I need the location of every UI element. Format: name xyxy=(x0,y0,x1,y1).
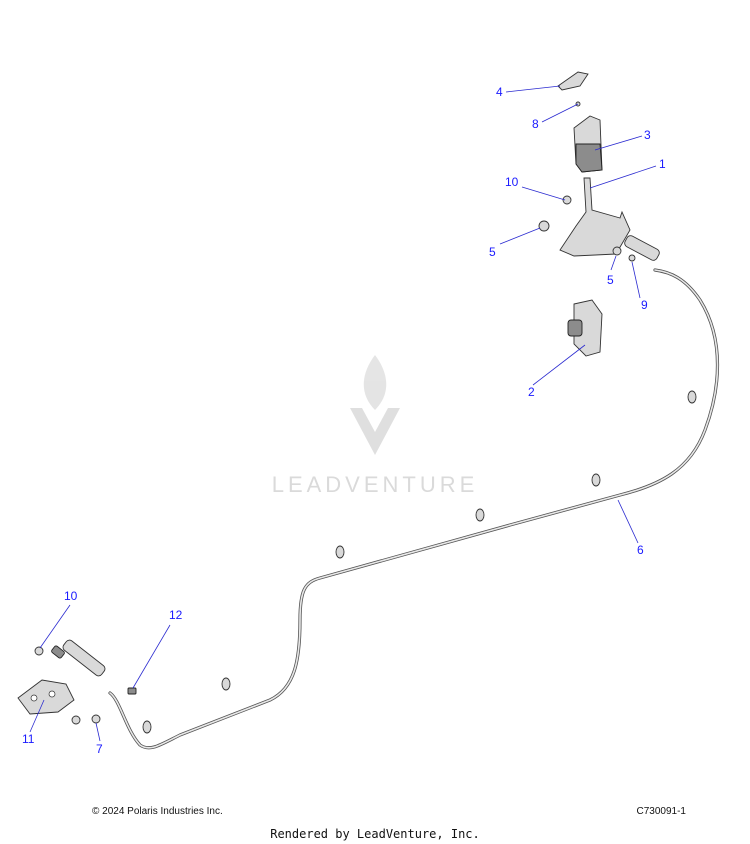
nut-7-b xyxy=(91,714,101,724)
watermark-text: LEADVENTURE xyxy=(272,472,479,497)
cable-clip xyxy=(687,390,697,404)
clip-9 xyxy=(628,254,636,262)
cable-clip xyxy=(221,677,231,691)
callout-10b: 10 xyxy=(64,589,78,603)
callout-3: 3 xyxy=(644,128,651,142)
bezel-2 xyxy=(567,299,603,357)
knob-3 xyxy=(573,115,603,173)
watermark-logo-icon xyxy=(350,355,400,455)
leader-1 xyxy=(589,165,657,189)
rendered-by-text: Rendered by LeadVenture, Inc. xyxy=(270,827,480,841)
fastener-12 xyxy=(127,687,137,695)
leader-3 xyxy=(594,135,643,151)
callout-1: 1 xyxy=(659,157,666,171)
leader-2 xyxy=(532,344,586,386)
watermark: LEADVENTURE xyxy=(272,355,479,497)
cable-clip xyxy=(335,545,345,559)
leader-10b xyxy=(39,604,71,649)
leader-11 xyxy=(29,699,45,733)
cable-clip xyxy=(591,473,601,487)
leader-4 xyxy=(505,85,561,93)
cable-end-fitting xyxy=(51,639,106,677)
mounting-bracket xyxy=(17,679,75,715)
callouts: 1 2 3 4 5 5 6 7 8 9 10 10 11 12 xyxy=(22,85,666,756)
washer-5-right xyxy=(612,246,622,256)
callout-2: 2 xyxy=(528,385,535,399)
lever-1 xyxy=(559,177,660,261)
callout-10a: 10 xyxy=(505,175,519,189)
copyright-text: © 2024 Polaris Industries Inc. xyxy=(92,806,223,817)
diagram-id: C730091-1 xyxy=(636,806,686,817)
callout-6: 6 xyxy=(637,543,644,557)
nut-10-lower xyxy=(34,646,44,656)
leader-10a xyxy=(521,186,566,201)
cable-clip xyxy=(475,508,485,522)
boot-4 xyxy=(557,71,589,91)
leader-5a xyxy=(499,227,541,245)
leader-8 xyxy=(541,103,579,123)
callout-5b: 5 xyxy=(607,273,614,287)
leader-6 xyxy=(617,499,639,544)
bushing-5-left xyxy=(538,220,550,232)
callout-11: 11 xyxy=(22,732,35,746)
callout-12: 12 xyxy=(169,608,183,622)
cable-clip xyxy=(142,720,152,734)
callout-4: 4 xyxy=(496,85,503,99)
callout-7: 7 xyxy=(96,742,103,756)
callout-9: 9 xyxy=(641,298,648,312)
callout-5a: 5 xyxy=(489,245,496,259)
leader-12 xyxy=(132,624,171,689)
cable-clips xyxy=(142,390,697,734)
leader-5b xyxy=(610,255,617,271)
leader-lines xyxy=(29,85,657,742)
callout-8: 8 xyxy=(532,117,539,131)
nut-10-upper xyxy=(562,195,572,205)
leader-9 xyxy=(631,261,641,299)
brake-cable xyxy=(108,268,720,750)
leader-7 xyxy=(95,722,101,742)
nut-7-a xyxy=(71,715,81,725)
